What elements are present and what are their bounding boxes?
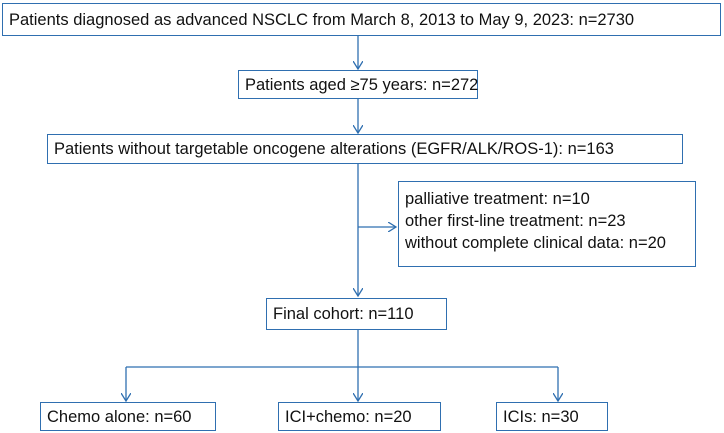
box-icis: ICIs: n=30 (496, 402, 608, 431)
exclusion-palliative: palliative treatment: n=10 (405, 190, 590, 208)
box-chemo-alone: Chemo alone: n=60 (40, 402, 216, 431)
box-aged-text: Patients aged ≥75 years: n=272 (245, 75, 479, 94)
box-final-cohort-text: Final cohort: n=110 (273, 305, 414, 323)
box-ici-chemo: ICI+chemo: n=20 (278, 402, 441, 431)
box-aged: Patients aged ≥75 years: n=272 (238, 70, 478, 99)
box-no-targetable-text: Patients without targetable oncogene alt… (54, 140, 614, 158)
exclusion-other-first-line: other first-line treatment: n=23 (405, 212, 626, 230)
box-no-targetable: Patients without targetable oncogene alt… (47, 134, 683, 164)
box-diagnosed: Patients diagnosed as advanced NSCLC fro… (2, 3, 721, 36)
exclusion-incomplete-data: without complete clinical data: n=20 (405, 234, 666, 252)
box-diagnosed-text: Patients diagnosed as advanced NSCLC fro… (9, 10, 635, 29)
box-final-cohort: Final cohort: n=110 (266, 298, 447, 330)
box-chemo-alone-text: Chemo alone: n=60 (47, 407, 192, 426)
box-icis-text: ICIs: n=30 (503, 407, 579, 426)
box-exclusions: palliative treatment: n=10 other first-l… (398, 181, 696, 267)
box-ici-chemo-text: ICI+chemo: n=20 (285, 407, 412, 426)
